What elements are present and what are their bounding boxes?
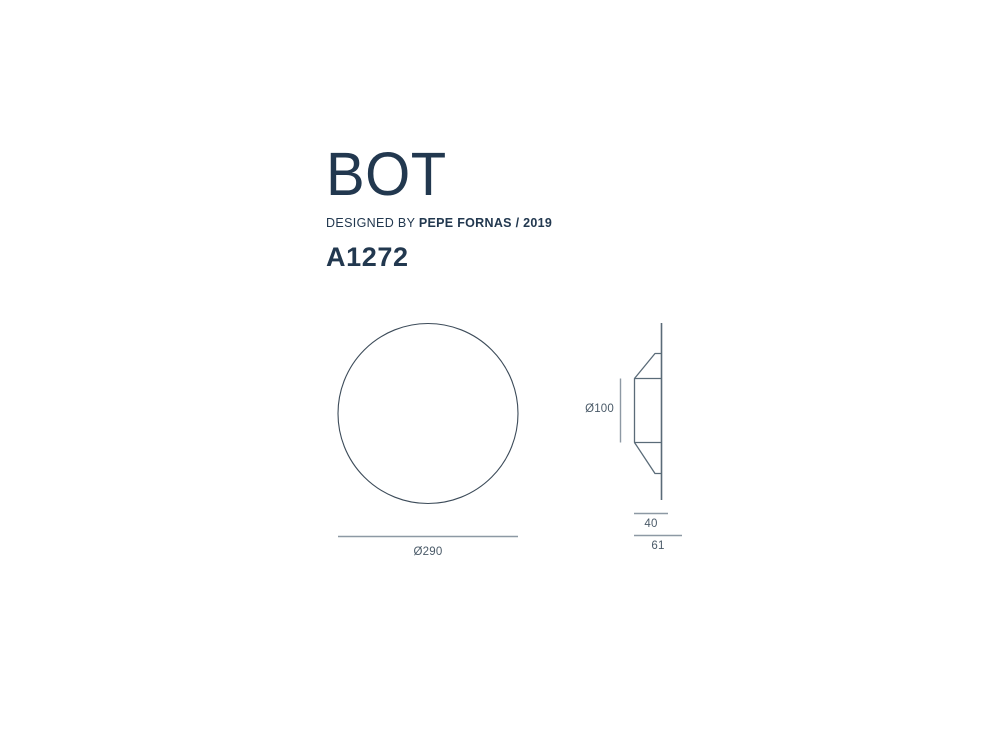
product-name: BOT (326, 139, 447, 209)
lower-flare-profile (633, 442, 662, 475)
dimension-label-diameter-100: Ø100 (585, 403, 614, 415)
designed-by-label: DESIGNED BY (326, 216, 416, 230)
designer-name-and-year: PEPE FORNAS / 2019 (418, 216, 553, 230)
front-view-circle-outline (337, 322, 519, 505)
designer-credit-line: DESIGNED BY PEPE FORNAS / 2019 (326, 216, 746, 230)
front-view (337, 322, 519, 505)
title-block: BOT DESIGNED BY PEPE FORNAS / 2019 A1272 (326, 139, 746, 272)
body-projection-outline (633, 377, 662, 444)
dimension-label-diameter-290: Ø290 (413, 546, 443, 558)
dimension-label-depth-61: 61 (651, 540, 665, 552)
side-view (633, 323, 663, 500)
upper-flare-profile (633, 352, 662, 379)
model-code: A1272 (326, 242, 409, 272)
dimension-label-depth-40: 40 (644, 518, 658, 530)
side-view-depth-dimensions (634, 512, 682, 537)
